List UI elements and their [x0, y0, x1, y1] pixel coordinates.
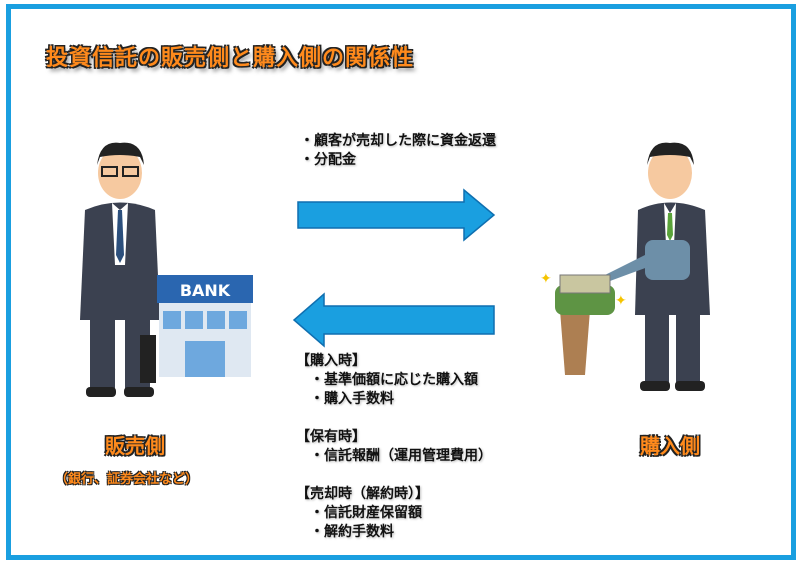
sale-item: ・解約手数料: [310, 524, 394, 540]
purchase-item: ・購入手数料: [310, 391, 394, 407]
svg-text:✦: ✦: [540, 271, 552, 287]
holding-item: ・信託報酬（運用管理費用）: [310, 448, 492, 464]
svg-text:✦: ✦: [615, 293, 627, 309]
purchase-item: ・基準価額に応じた購入額: [310, 372, 478, 388]
holding-heading: 【保有時】: [296, 429, 366, 445]
diagram-frame: [6, 4, 796, 560]
bottom-flow-list: 【購入時】 ・基準価額に応じた購入額 ・購入手数料 【保有時】 ・信託報酬（運用…: [296, 352, 492, 542]
sale-heading: 【売却時（解約時）】: [296, 486, 429, 502]
arrow-left: [292, 292, 495, 348]
purchase-heading: 【購入時】: [296, 353, 366, 369]
arrow-right: [297, 188, 496, 242]
bank-sign: BANK: [180, 281, 231, 300]
top-flow-item: ・顧客が売却した際に資金返還: [300, 133, 496, 149]
sale-item: ・信託財産保留額: [310, 505, 422, 521]
top-flow-item: ・分配金: [300, 152, 356, 168]
top-flow-list: ・顧客が売却した際に資金返還 ・分配金: [300, 132, 496, 170]
buyer-label: 購入側: [640, 434, 700, 458]
seller-sublabel: （銀行、証券会社など）: [55, 472, 199, 487]
seller-label: 販売側: [105, 434, 165, 458]
seller-person-illustration: [80, 142, 160, 397]
bank-building-illustration: BANK: [157, 275, 253, 377]
page-title: 投資信託の販売側と購入側の関係性: [46, 46, 415, 71]
buyer-person-illustration: ✦ ✦: [540, 142, 710, 391]
